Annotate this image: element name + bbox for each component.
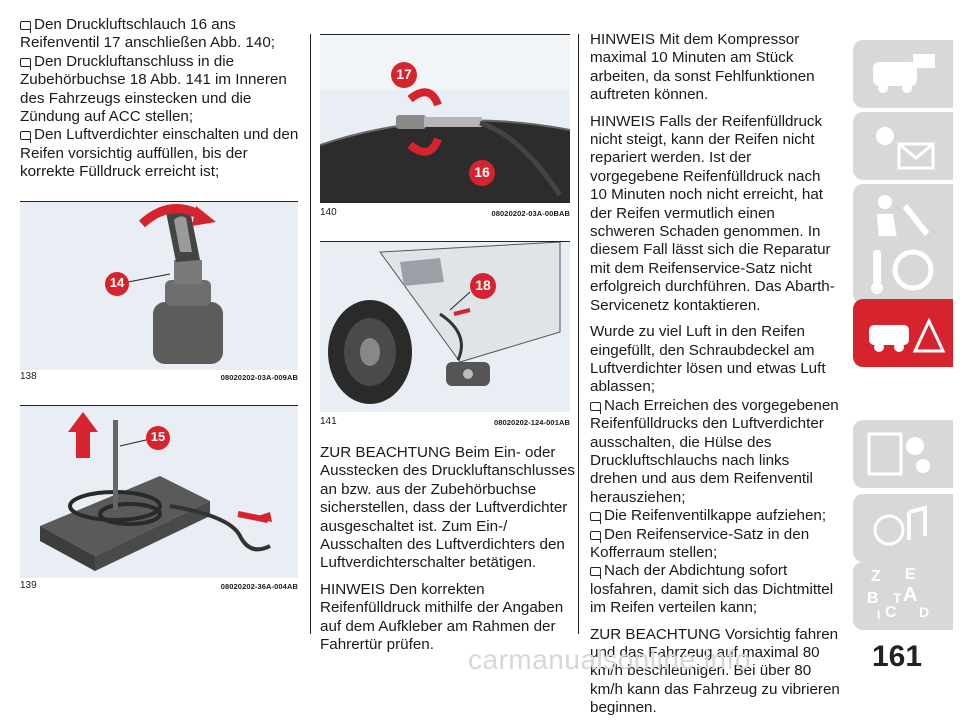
body-paragraph: Wurde zu viel Luft in den Reifen eingefü… xyxy=(590,323,826,396)
bullet-icon xyxy=(20,57,31,70)
tyre-valve-illustration xyxy=(320,35,570,203)
instruction-2: Den Druckluftanschluss in die Zubehörbuc… xyxy=(20,52,287,126)
index-letter: E xyxy=(905,566,916,583)
callout-18: 18 xyxy=(475,277,491,293)
column-divider xyxy=(310,34,311,634)
note-paragraph: HINWEIS Mit dem Kompressor maximal 10 Mi… xyxy=(590,31,815,104)
column-2: ZUR BEACHTUNG Beim Ein- oder Ausstecken … xyxy=(320,444,575,662)
bullet-icon xyxy=(590,530,601,543)
index-letter: D xyxy=(919,604,930,620)
tab-warning-lights[interactable] xyxy=(853,112,953,180)
figure-140: 17 16 140 08020202-03A-00BAB xyxy=(320,34,570,218)
index-letter: C xyxy=(885,604,897,621)
figure-code: 08020202-03A-00BAB xyxy=(491,209,570,218)
tab-index[interactable]: Z E A B C T D I xyxy=(853,562,953,630)
accessory-socket-illustration xyxy=(320,242,570,412)
callout-15: 15 xyxy=(150,429,166,444)
figure-139: 15 139 08020202-36A-004AB xyxy=(20,405,298,591)
bullet-icon xyxy=(590,401,601,414)
figure-number: 141 xyxy=(320,416,337,427)
index-letter: B xyxy=(867,590,879,607)
page-number: 161 xyxy=(872,640,923,673)
index-letter: A xyxy=(903,584,918,606)
sealant-bottle-illustration xyxy=(20,202,298,370)
tab-steering-key[interactable] xyxy=(853,236,953,304)
instruction-6: Den Reifenservice-Satz in den Kofferraum… xyxy=(590,525,810,561)
instruction-5: Die Reifenventilkappe aufziehen; xyxy=(590,507,840,525)
index-letter: T xyxy=(893,590,902,606)
callout-16: 16 xyxy=(474,164,490,180)
instruction-4: Nach Erreichen des vorgegebenen Reifenfü… xyxy=(590,396,839,506)
index-letter: Z xyxy=(871,568,881,585)
figure-141: 18 141 08020202-124-001AB xyxy=(320,241,570,427)
index-letter: I xyxy=(877,608,881,622)
figure-138: 14 138 08020202-03A-009AB xyxy=(20,201,298,382)
maintenance-gears-icon xyxy=(867,432,930,476)
callout-14: 14 xyxy=(109,275,125,290)
bullet-icon xyxy=(590,567,601,580)
note-paragraph: HINWEIS Den korrekten Reifenfülldruck mi… xyxy=(320,580,564,654)
instruction-3: Den Luftverdichter einschalten und den R… xyxy=(20,126,299,181)
warning-lights-icon xyxy=(876,127,935,170)
tab-car-dashboard[interactable] xyxy=(853,40,953,108)
figure-code: 08020202-124-001AB xyxy=(493,418,570,427)
instruction-1: Den Druckluftschlauch 16 ans Reifenventi… xyxy=(20,16,275,52)
figure-code: 08020202-36A-004AB xyxy=(220,582,298,591)
steering-key-icon xyxy=(871,249,934,294)
note-paragraph: HINWEIS Falls der Reifenfülldruck nicht … xyxy=(590,112,835,314)
column-1: Den Druckluftschlauch 16 ans Reifenventi… xyxy=(20,16,305,182)
column-divider xyxy=(578,34,579,634)
car-dashboard-icon xyxy=(873,54,935,93)
tab-multimedia[interactable] xyxy=(853,494,953,562)
compressor-illustration xyxy=(20,406,298,578)
seat-airbag-icon xyxy=(877,195,930,238)
watermark: carmanualsonline.info xyxy=(468,644,751,675)
note-paragraph: ZUR BEACHTUNG Beim Ein- oder Ausstecken … xyxy=(320,444,575,572)
tab-maintenance[interactable] xyxy=(853,420,953,488)
multimedia-icon xyxy=(873,505,927,546)
callout-17: 17 xyxy=(396,66,412,82)
bullet-icon xyxy=(20,131,31,144)
figure-number: 138 xyxy=(20,371,37,382)
bullet-icon xyxy=(20,21,31,33)
figure-number: 139 xyxy=(20,580,37,591)
bullet-icon xyxy=(590,512,601,525)
figure-number: 140 xyxy=(320,207,337,218)
figure-code: 08020202-03A-009AB xyxy=(220,373,298,382)
emergency-car-icon xyxy=(869,317,946,353)
instruction-7: Nach der Abdichtung sofort losfahren, da… xyxy=(590,562,834,617)
tab-emergency[interactable] xyxy=(853,299,953,367)
column-3: HINWEIS Mit dem Kompressor maximal 10 Mi… xyxy=(590,31,840,726)
